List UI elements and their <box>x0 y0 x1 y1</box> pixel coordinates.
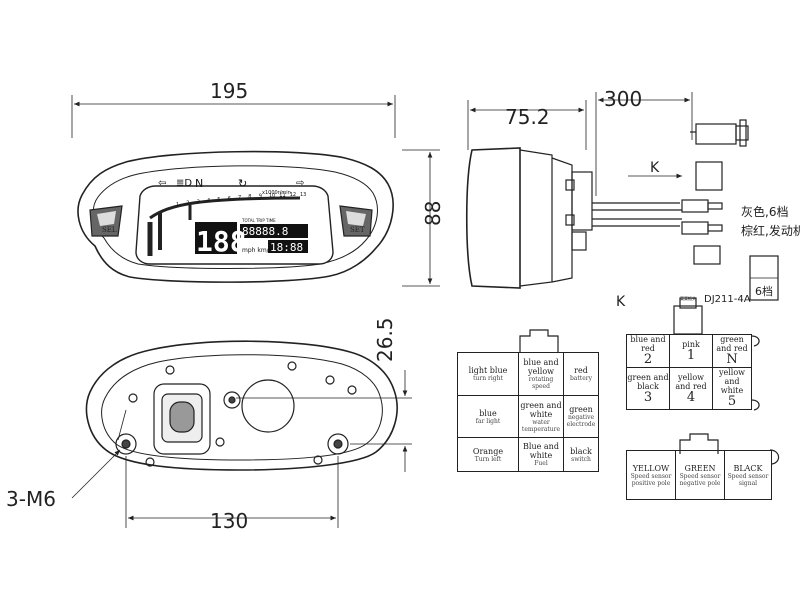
right-turn-icon: ⇨ <box>296 178 304 189</box>
dimension-height-label: 88 <box>421 201 445 226</box>
dimension-depth-label: 75.2 <box>505 105 550 129</box>
clock-digits: 18:88 <box>270 241 303 254</box>
neutral-indicator: N <box>195 177 203 190</box>
gear-box-label: 6档 <box>755 285 773 298</box>
connector-model-tag: DJ211-4A <box>704 294 751 305</box>
dimension-width-label: 195 <box>210 79 248 103</box>
rpm-scale-tick: 11 <box>279 192 285 198</box>
rpm-unit-label: x1000r/min <box>262 190 291 196</box>
brown-wire-note: 棕红,发动机 <box>741 224 800 238</box>
speed-digits: 188 <box>196 225 247 258</box>
rpm-scale-tick: 7 <box>238 195 241 201</box>
odometer-digits: 88888.8 <box>242 225 288 238</box>
dimension-spacing-label: 130 <box>210 509 248 533</box>
rpm-scale-tick: 2 <box>186 201 189 207</box>
sel-button-label: SEL <box>102 226 117 234</box>
odo-label: TOTAL TRIP TIME <box>241 218 276 223</box>
rpm-scale-tick: 9 <box>259 193 262 199</box>
connector-small-tag: 某某插头 <box>680 295 696 301</box>
speed-unit-label: mph km/h <box>242 247 273 254</box>
side-view <box>465 92 779 301</box>
rpm-scale-tick: 8 <box>248 194 251 200</box>
rpm-scale-tick: 13 <box>300 192 306 198</box>
rpm-scale-tick: 3 <box>197 199 200 205</box>
set-button-label: SET <box>350 226 365 234</box>
mount-hole-label: 3-M6 <box>6 487 56 511</box>
rpm-scale-tick: 5 <box>217 197 220 203</box>
gray-wire-note: 灰色,6档 <box>741 205 789 219</box>
rpm-scale-tick: 4 <box>207 198 210 204</box>
rpm-scale-tick: 10 <box>269 193 275 199</box>
rpm-scale-tick: 1 <box>176 202 179 208</box>
front-view <box>71 95 440 287</box>
view-k-label: K <box>650 160 660 176</box>
back-view <box>71 340 412 528</box>
dimension-offset-label: 26.5 <box>373 317 397 362</box>
engine-icon: ↻ <box>238 177 247 190</box>
connector-k-label: K <box>616 294 626 310</box>
rpm-scale-tick: 12 <box>290 192 296 198</box>
rpm-scale-tick: 6 <box>228 196 231 202</box>
high-beam-icon: ≣D <box>176 178 192 189</box>
connector-shapes <box>519 297 780 465</box>
left-turn-icon: ⇦ <box>158 178 166 189</box>
dimension-cable-label: 300 <box>604 87 642 111</box>
